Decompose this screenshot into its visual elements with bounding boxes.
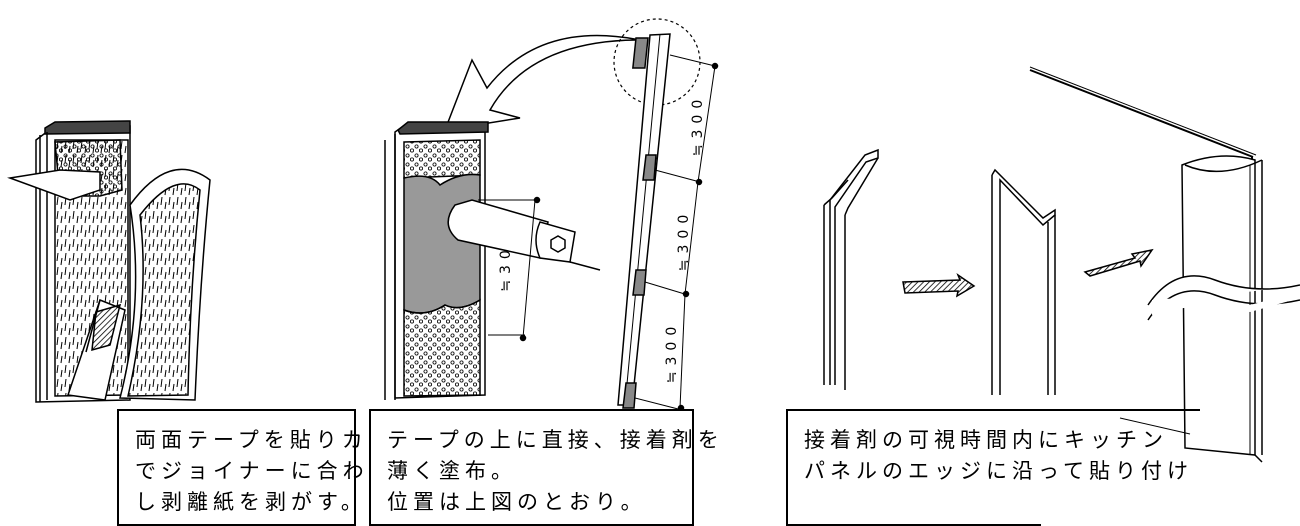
dim-blob-spacing: ≒30: [498, 244, 514, 292]
step3-caption-line1: 接着剤の可視時間内にキッチン: [804, 428, 1168, 452]
step1-illustration: [7, 120, 211, 403]
step3-caption-line2: パネルのエッジに沿って貼り付け: [804, 459, 1193, 483]
step2-caption: テープの上に直接、接着剤を 薄く塗布。 位置は上図のとおり。: [369, 409, 724, 526]
step3-caption-top-right: [1040, 409, 1200, 411]
dim-rail-spacing-2: ≒300: [676, 209, 692, 271]
step2-caption-line2: 薄く塗布。: [387, 459, 517, 483]
step1-caption-line3: し剥離紙を剥がす。: [135, 490, 367, 514]
dim-rail-spacing-1: ≒300: [690, 94, 706, 156]
step3-caption: 接着剤の可視時間内にキッチン パネルのエッジに沿って貼り付け: [786, 409, 1193, 526]
step2-caption-line1: テープの上に直接、接着剤を: [387, 428, 724, 452]
step1-caption-line1: 両面テープを貼りカッターで: [135, 428, 471, 452]
dim-rail-spacing-3: ≒300: [664, 321, 680, 383]
step2-illustration: [384, 18, 719, 412]
step1-caption-line2: でジョイナーに合わせて切断: [135, 459, 473, 483]
step2-caption-line3: 位置は上図のとおり。: [387, 490, 647, 514]
step3-illustration: [823, 66, 1300, 463]
step1-caption: 両面テープを貼りカッターで でジョイナーに合わせて切断 し剥離紙を剥がす。: [117, 409, 473, 526]
